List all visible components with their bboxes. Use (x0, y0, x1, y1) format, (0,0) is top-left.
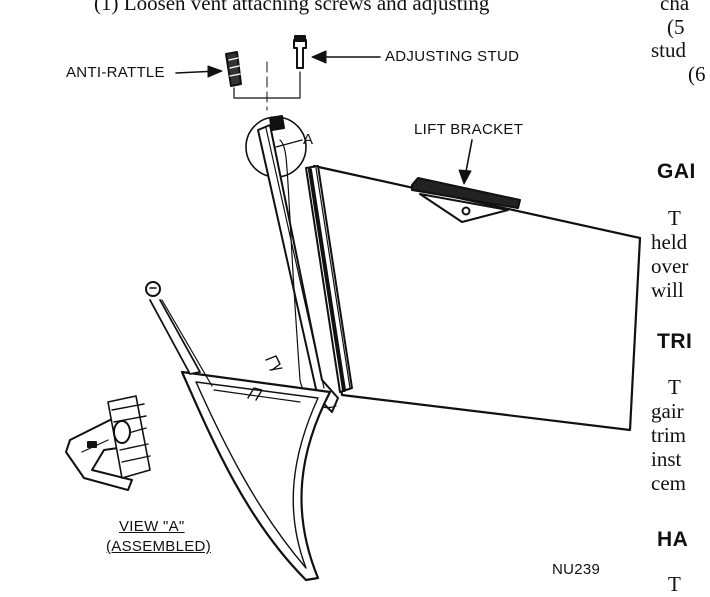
right-fragment-1: cha (660, 0, 690, 15)
label-detail-a: A (303, 131, 314, 148)
right-fragment-3: stud (651, 38, 687, 62)
label-anti-rattle: ANTI-RATTLE (66, 64, 165, 81)
section-line: trim (651, 423, 686, 447)
label-lift-bracket: LIFT BRACKET (414, 121, 524, 138)
label-view-a-assembled: (ASSEMBLED) (106, 538, 211, 555)
section-line: cem (651, 471, 686, 495)
section-heading-tri: TRI (657, 330, 693, 353)
right-fragment-4: (6 (688, 62, 706, 86)
right-fragment-2: (5 (667, 15, 685, 39)
section-line: inst (651, 447, 682, 471)
section-line: will (651, 278, 684, 302)
top-text-line: (1) Loosen vent attaching screws and adj… (94, 0, 490, 15)
lift-bracket-part (411, 177, 521, 223)
section-heading-gai: GAI (657, 160, 696, 183)
section-line: held (651, 230, 688, 254)
section-line: over (651, 254, 689, 278)
figure-code: NU239 (552, 561, 601, 578)
section-heading-ha: HA (657, 528, 689, 551)
section-line: gair (651, 399, 684, 423)
anti-rattle-part (225, 51, 242, 87)
section-line: T (668, 375, 681, 399)
vent-frame (145, 281, 332, 582)
label-view-a: VIEW "A" (119, 518, 185, 535)
adjusting-stud-part (293, 35, 307, 69)
view-a-inset (65, 395, 151, 491)
label-adjusting-stud: ADJUSTING STUD (385, 48, 520, 65)
section-line: T (668, 206, 681, 230)
